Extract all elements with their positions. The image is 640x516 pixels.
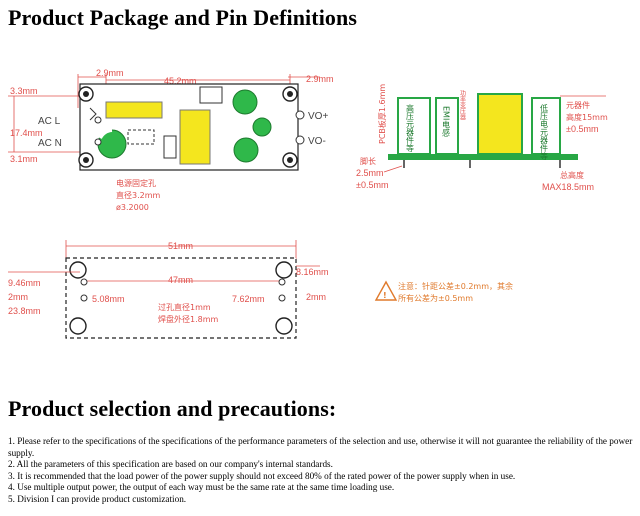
mounting-hole (83, 157, 89, 163)
bottom-hole-note: 过孔直径1mm (158, 302, 211, 312)
list-item: 1. Please refer to the specifications of… (8, 436, 633, 458)
pin-length-note: 2.5mm (356, 168, 384, 178)
component-capacitor (233, 137, 259, 163)
hole-note: 电源固定孔 (116, 178, 156, 188)
pin-vo-plus (295, 110, 305, 120)
hole-note: ø3.2000 (116, 203, 149, 212)
dim-right-top: 8.16mm (296, 267, 329, 277)
dim-right-pin: 2mm (306, 292, 326, 302)
list-item: 5. Division I can provide product custom… (8, 493, 187, 504)
mounting-hole (69, 261, 87, 279)
dim-top-offset: 3.3mm (10, 86, 38, 96)
board-bottom-outline (65, 257, 297, 339)
dim-line (383, 165, 403, 173)
component-fuse (89, 107, 97, 121)
side-hv-components (397, 97, 431, 155)
side-hv-label: 高压元器件等 (406, 103, 415, 152)
pin-ac-l-label: AC L (38, 116, 61, 127)
pcb-thickness-label: PCB板厚1.6mm (377, 84, 387, 144)
dim-height: 17.4mm (10, 128, 43, 138)
pin-hole (278, 294, 286, 302)
pin-length-note: 脚长 (360, 156, 376, 166)
side-emi-label: EMI电感 (442, 106, 451, 136)
total-height-note: MAX18.5mm (542, 182, 594, 192)
mounting-hole (275, 317, 293, 335)
board-side-view: PCB板厚1.6mm 高压元器件等 EMI电感 功率变压器 低压电元器件等 元器… (356, 84, 608, 192)
mounting-hole (287, 91, 293, 97)
package-drawing: 2.9mm 45.2mm 2.9mm 3.3mm 17.4mm 3.1mm (8, 68, 608, 339)
dim-right-margin: 2.9mm (306, 74, 334, 84)
page-title-selection: Product selection and precautions: (8, 396, 337, 421)
board-top-view: 2.9mm 45.2mm 2.9mm 3.3mm 17.4mm 3.1mm (8, 68, 334, 212)
dim-left-margin: 2.9mm (96, 68, 124, 78)
mounting-hole (275, 261, 293, 279)
pcb-board (388, 154, 578, 160)
board-bottom-view: 51mm 47mm 9.46mm 2mm 5.08mm 23.8mm 8.16m… (8, 240, 329, 339)
component-chip (199, 86, 223, 104)
mounting-hole (69, 317, 87, 335)
dim-left-pin: 2mm (8, 292, 28, 302)
side-emi (435, 97, 459, 155)
list-item: 2. All the parameters of this specificat… (8, 459, 333, 470)
component-transformer (179, 109, 211, 165)
pin-length-note: ±0.5mm (356, 180, 388, 190)
tolerance-note-line: 所有公差为±0.5mm (398, 293, 473, 303)
precautions-list: 1. Please refer to the specifications of… (8, 436, 636, 506)
dim-left-top: 9.46mm (8, 278, 41, 288)
tolerance-note: ! 注意：针距公差±0.2mm，其余 所有公差为±0.5mm (374, 280, 513, 303)
dim-width: 51mm (168, 241, 193, 251)
dim-length: 45.2mm (164, 76, 197, 86)
page-title-package: Product Package and Pin Definitions (8, 5, 358, 30)
pin-vo-minus-label: VO- (308, 136, 326, 147)
mounting-hole (83, 91, 89, 97)
mounting-hole (287, 157, 293, 163)
component-capacitor (232, 89, 258, 115)
total-height-note: 总高度 (560, 170, 584, 180)
pin-ac-n (94, 138, 102, 146)
side-lv-components (531, 97, 561, 155)
component-resistor (163, 135, 177, 159)
component-capacitor-x (105, 101, 163, 119)
pin-hole (80, 278, 88, 286)
warning-icon: ! (383, 291, 387, 300)
component-height-note: ±0.5mm (566, 124, 598, 134)
pin-ac-l (94, 116, 102, 124)
side-transformer-label: 功率变压器 (459, 89, 466, 121)
pin-hole (278, 278, 286, 286)
dim-bottom-offset: 3.1mm (10, 154, 38, 164)
warning-icon (374, 280, 398, 301)
dim-pin-spacing-right: 7.62mm (232, 294, 265, 304)
side-lv-label: 低压电元器件等 (540, 103, 549, 160)
component-capacitor (98, 128, 113, 140)
pin-vo-plus-label: VO+ (308, 111, 328, 122)
bottom-hole-note: 焊盘外径1.8mm (158, 314, 219, 324)
dim-pin-pitch: 47mm (168, 275, 193, 285)
component-height-note: 元器件 (566, 100, 590, 110)
side-transformer (477, 93, 523, 155)
component-bridge (127, 129, 155, 145)
pin-hole (80, 294, 88, 302)
list-item: 4. Use multiple output power, the output… (8, 482, 395, 493)
component-capacitor (252, 117, 272, 137)
hole-note: 直径3.2mm (116, 190, 161, 200)
list-item: 3. It is recommended that the load power… (8, 470, 516, 481)
pin-vo-minus (295, 135, 305, 145)
tolerance-note-line: 注意：针距公差±0.2mm，其余 (398, 281, 513, 291)
dim-height-bottom: 23.8mm (8, 306, 41, 316)
dim-pin-spacing-left: 5.08mm (92, 294, 125, 304)
component-height-note: 高度15mm (566, 112, 608, 122)
pin-ac-n-label: AC N (38, 138, 62, 149)
